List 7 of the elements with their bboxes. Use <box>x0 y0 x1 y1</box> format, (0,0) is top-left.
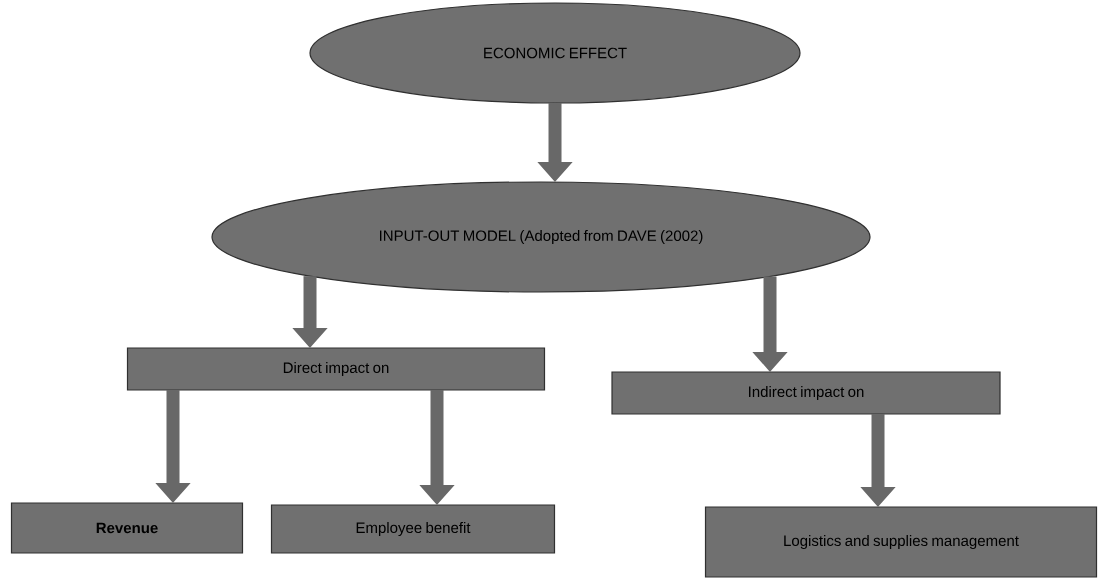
ellipse-node: INPUT-OUT MODEL (Adopted from DAVE (2002) <box>211 181 871 293</box>
process-box: Indirect impact on <box>611 371 1001 415</box>
process-box: Direct impact on <box>126 347 546 391</box>
ellipse-node: ECONOMIC EFFECT <box>309 2 801 104</box>
process-box: Revenue <box>10 502 244 554</box>
process-box: Logistics and supplies management <box>704 506 1098 578</box>
process-box: Employee benefit <box>270 504 556 554</box>
